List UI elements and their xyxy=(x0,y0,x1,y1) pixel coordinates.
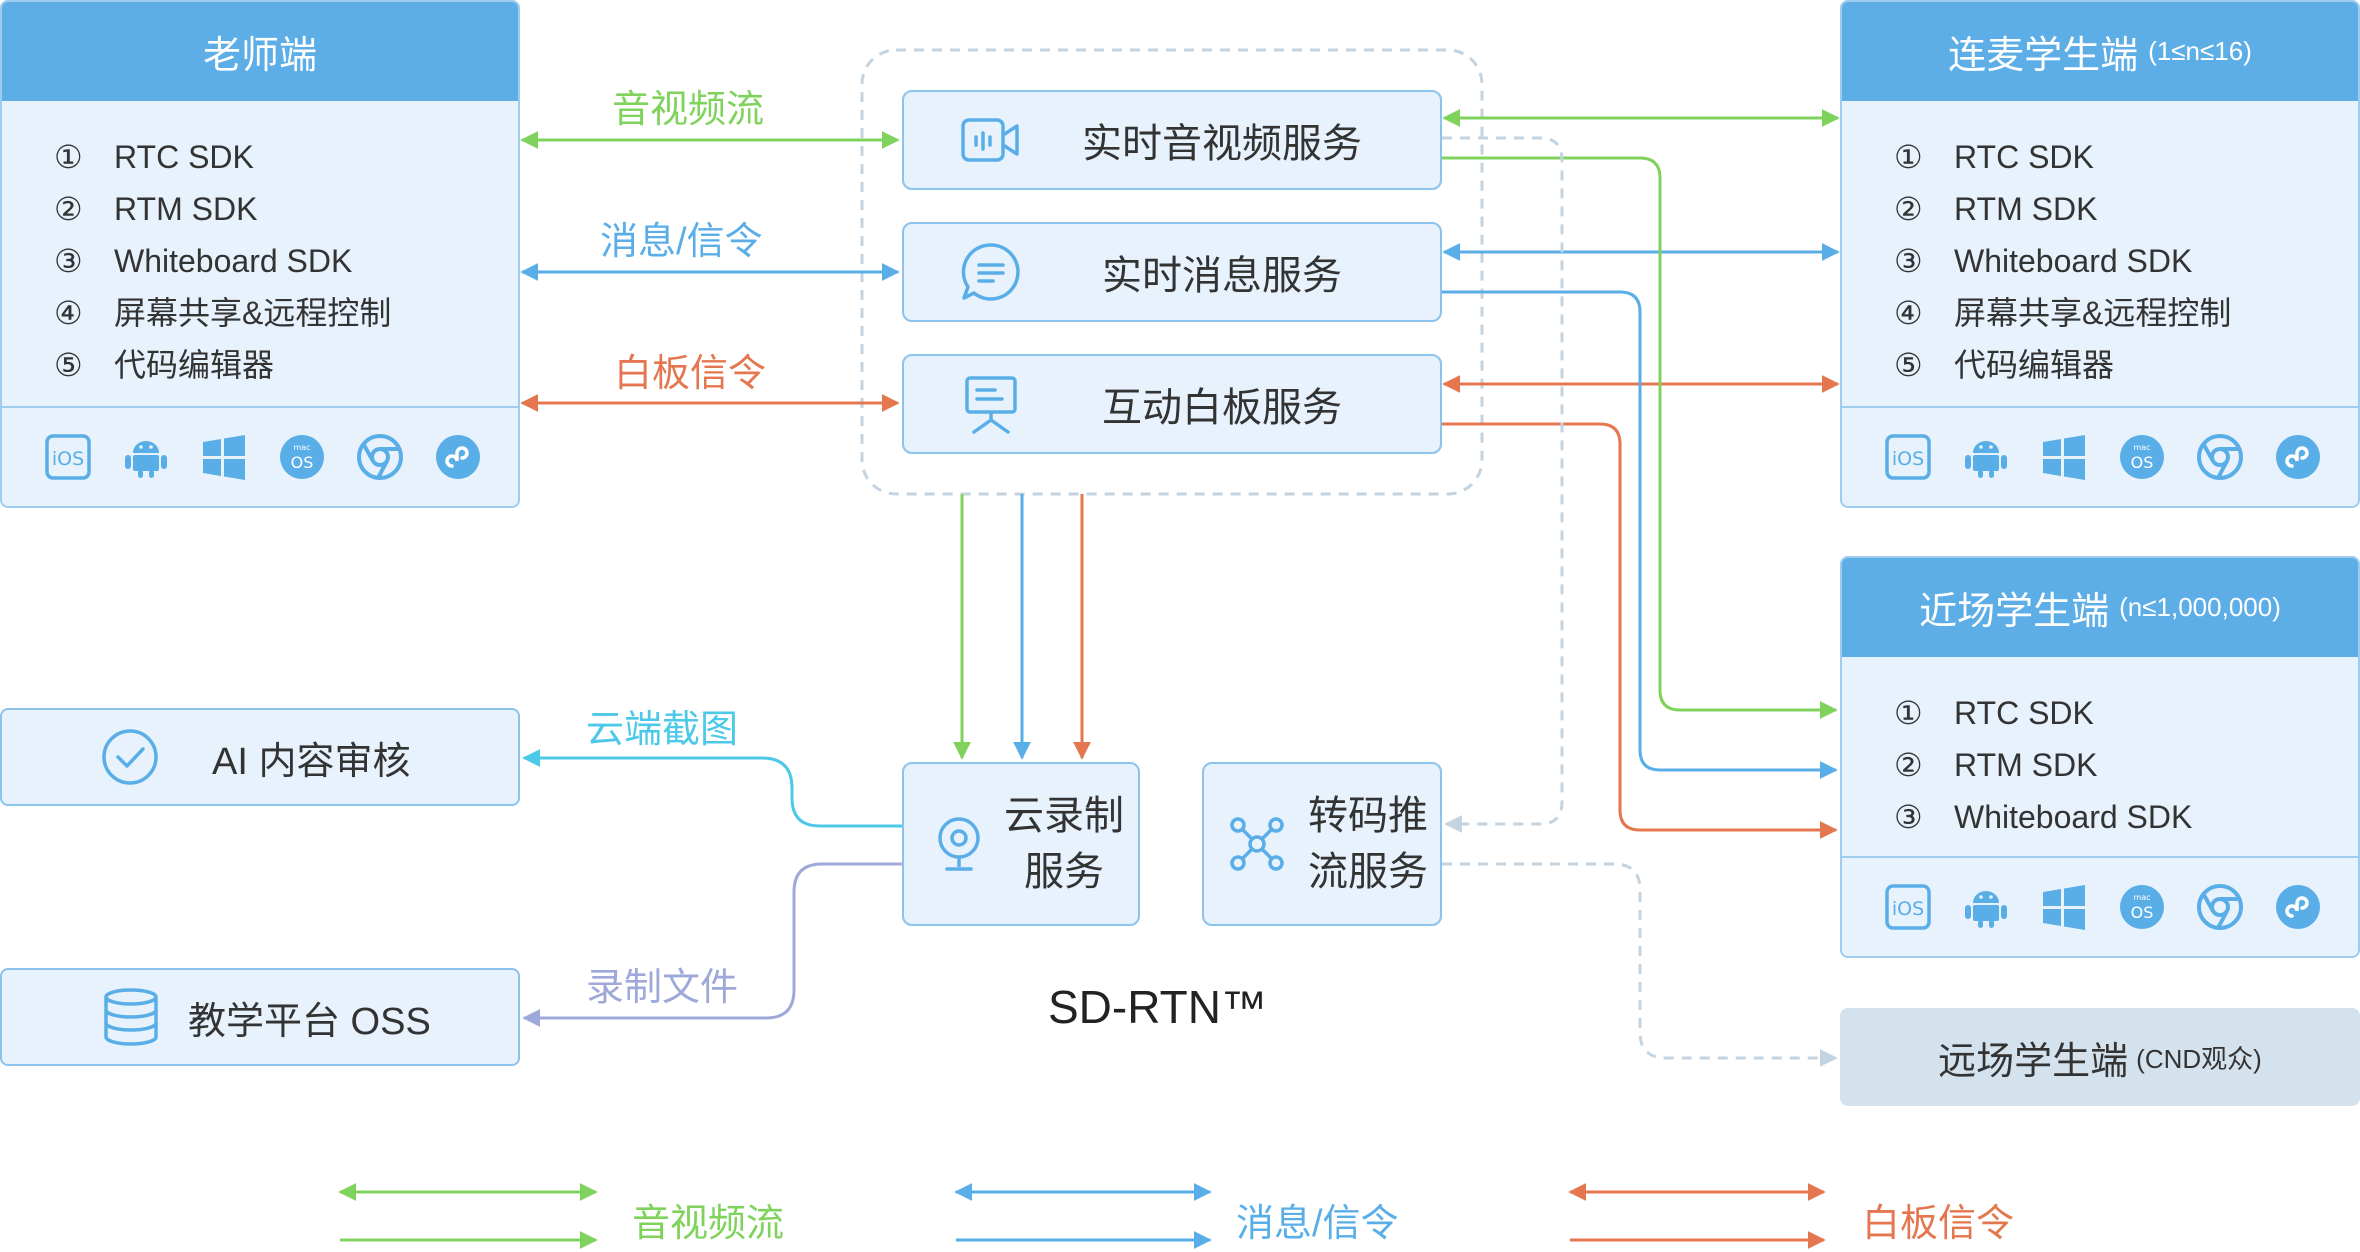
edge-record-ai xyxy=(522,749,902,828)
svg-text:iOS: iOS xyxy=(1892,898,1924,920)
legend-whiteboard: 白板信令 xyxy=(1862,1203,2015,1245)
svg-text:iOS: iOS xyxy=(52,448,84,470)
ios-icon: iOS xyxy=(1884,883,1932,931)
svg-text:OS: OS xyxy=(291,453,314,472)
ai-review-box: AI 内容审核 xyxy=(0,708,520,806)
wb-service: 互动白板服务 xyxy=(902,354,1442,454)
far-student-title: 远场学生端 xyxy=(1938,1040,2129,1083)
svg-text:iOS: iOS xyxy=(1892,448,1924,470)
webcam-icon xyxy=(938,817,980,871)
av-service-label: 实时音视频服务 xyxy=(1082,122,1362,166)
edge-label-media: 音视频流 xyxy=(612,89,765,131)
edge-label-message: 消息/信令 xyxy=(600,221,763,263)
msg-service: 实时消息服务 xyxy=(902,222,1442,322)
chrome-icon xyxy=(2196,433,2244,481)
chrome-icon xyxy=(2196,883,2244,931)
check-circle-icon xyxy=(102,729,158,785)
chrome-icon xyxy=(356,433,404,481)
svg-text:OS: OS xyxy=(2131,453,2154,472)
miniprogram-icon xyxy=(434,433,482,481)
video-camera-icon xyxy=(961,118,1019,162)
ios-icon: iOS xyxy=(1884,433,1932,481)
android-icon xyxy=(1962,433,2010,481)
edge-label-record-file: 录制文件 xyxy=(586,967,739,1009)
msg-service-label: 实时消息服务 xyxy=(1102,254,1342,298)
wb-service-label: 互动白板服务 xyxy=(1102,386,1342,430)
edge-label-whiteboard: 白板信令 xyxy=(614,353,767,395)
edge-record-oss xyxy=(522,862,902,1027)
edge-av-transcode xyxy=(1442,136,1564,833)
ai-review-label: AI 内容审核 xyxy=(212,740,411,783)
transcode-service: 转码推 流服务 xyxy=(1202,762,1442,926)
edge-wb-near xyxy=(1442,422,1838,839)
database-icon xyxy=(104,988,158,1046)
edge-transcode-far xyxy=(1442,862,1838,1067)
teacher-title: 老师端 xyxy=(2,2,518,101)
legend-media: 音视频流 xyxy=(632,1203,785,1245)
near-student-title: 近场学生端(n≤1,000,000) xyxy=(1842,558,2358,657)
chat-bubble-icon xyxy=(961,243,1020,301)
edge-label-screenshot: 云端截图 xyxy=(586,709,739,751)
whiteboard-icon xyxy=(965,376,1017,434)
cohost-title: 连麦学生端(1≤n≤16) xyxy=(1842,2,2358,101)
svg-text:mac: mac xyxy=(293,443,310,452)
svg-text:mac: mac xyxy=(2133,443,2150,452)
network-nodes-icon xyxy=(1230,817,1284,871)
oss-box: 教学平台 OSS xyxy=(0,968,520,1066)
android-icon xyxy=(122,433,170,481)
edge-av-near xyxy=(1442,156,1838,719)
cloud-recording-service: 云录制 服务 xyxy=(902,762,1140,926)
cloud-recording-label: 云录制 服务 xyxy=(1004,794,1124,894)
windows-icon xyxy=(200,433,248,481)
edge-msg-near xyxy=(1442,290,1838,779)
far-student-subtitle: (CND观众) xyxy=(2136,1043,2262,1074)
network-label: SD-RTN™ xyxy=(1048,981,1267,1033)
legend-message: 消息/信令 xyxy=(1236,1203,1399,1245)
android-icon xyxy=(1962,883,2010,931)
ios-icon: iOS xyxy=(44,433,92,481)
transcode-label: 转码推 流服务 xyxy=(1308,794,1428,894)
av-service: 实时音视频服务 xyxy=(902,90,1442,190)
svg-text:OS: OS xyxy=(2131,903,2154,922)
oss-label: 教学平台 OSS xyxy=(188,1000,431,1043)
miniprogram-icon xyxy=(2274,433,2322,481)
windows-icon xyxy=(2040,883,2088,931)
miniprogram-icon xyxy=(2274,883,2322,931)
svg-text:mac: mac xyxy=(2133,893,2150,902)
windows-icon xyxy=(2040,433,2088,481)
far-student-box: 远场学生端 (CND观众) xyxy=(1840,1008,2360,1106)
